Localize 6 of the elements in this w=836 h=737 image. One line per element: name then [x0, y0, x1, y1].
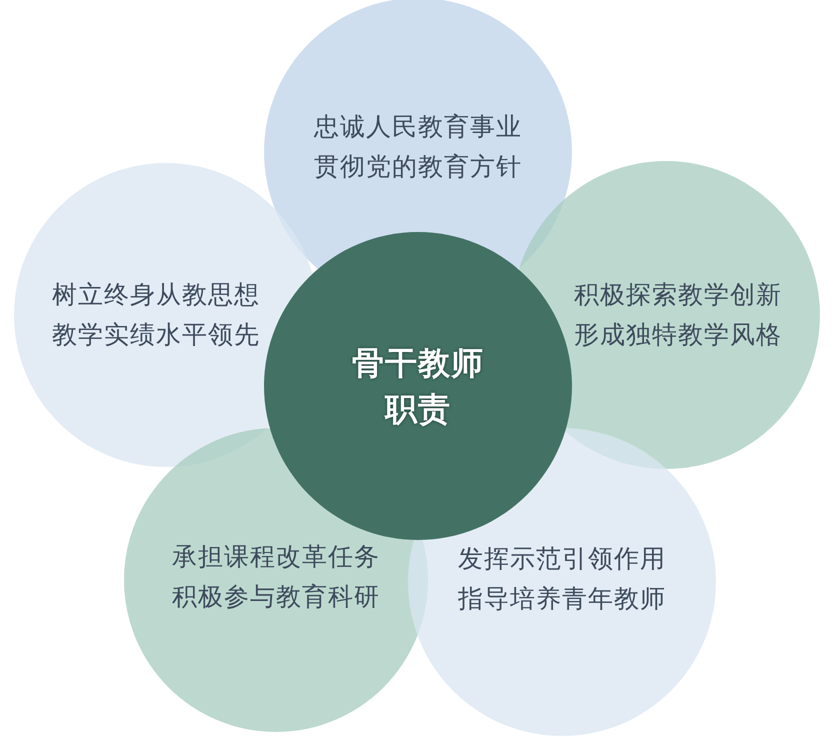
center-title: 骨干教师职责	[348, 340, 488, 432]
circle-text: 树立终身从教思想教学实绩水平领先	[48, 275, 264, 355]
circle-text: 发挥示范引领作用指导培养青年教师	[454, 539, 670, 619]
circle-text: 积极探索教学创新形成独特教学风格	[570, 275, 786, 355]
circle-text: 忠诚人民教育事业贯彻党的教育方针	[310, 107, 526, 187]
circle-text: 承担课程改革任务积极参与教育科研	[168, 537, 384, 617]
